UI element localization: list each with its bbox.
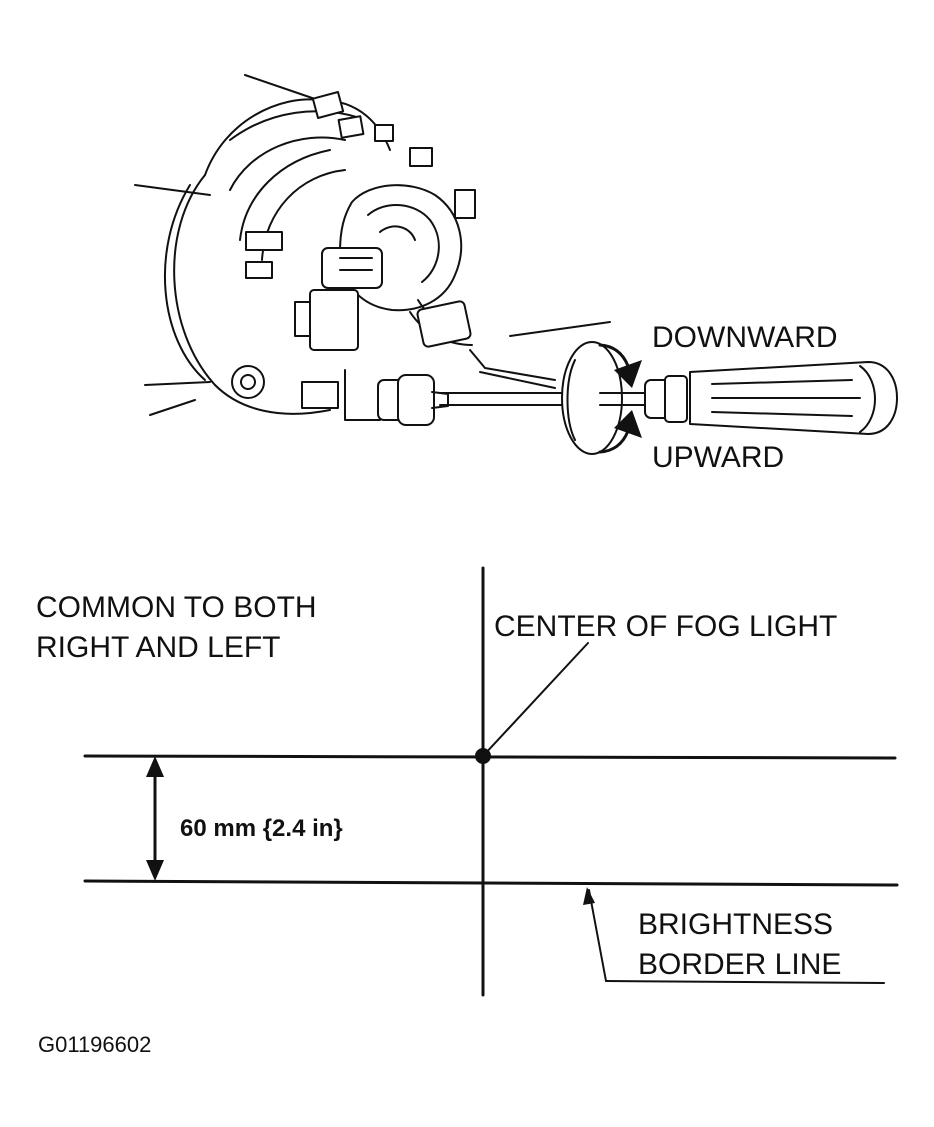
upward-label: UPWARD — [652, 441, 784, 474]
brightness-border-line — [83, 879, 899, 887]
fog-light-assembly-illustration — [134, 74, 611, 426]
center-leader-line — [482, 642, 589, 757]
aiming-screen-chart: COMMON TO BOTH RIGHT AND LEFT CENTER OF … — [36, 566, 899, 997]
border-leader-underline — [605, 980, 885, 984]
center-of-fog-light-label: CENTER OF FOG LIGHT — [494, 610, 837, 643]
downward-label: DOWNWARD — [652, 321, 838, 354]
border-leader-line — [588, 889, 607, 982]
dimension-arrow-up-icon — [146, 756, 164, 777]
brightness-label-line-1: BRIGHTNESS — [638, 908, 833, 941]
downward-rotation-arrow-icon — [598, 343, 642, 388]
applicability-note-line-1: COMMON TO BOTH — [36, 591, 317, 624]
applicability-note-line-2: RIGHT AND LEFT — [36, 631, 280, 664]
screwdriver-icon — [439, 341, 898, 455]
upward-rotation-arrow-icon — [598, 410, 642, 454]
offset-distance-label: 60 mm {2.4 in} — [180, 815, 343, 842]
brightness-label-line-2: BORDER LINE — [638, 948, 841, 981]
dimension-arrow-down-icon — [146, 860, 164, 881]
figure-id: G01196602 — [38, 1032, 151, 1057]
border-leader-arrow-icon — [583, 887, 595, 905]
